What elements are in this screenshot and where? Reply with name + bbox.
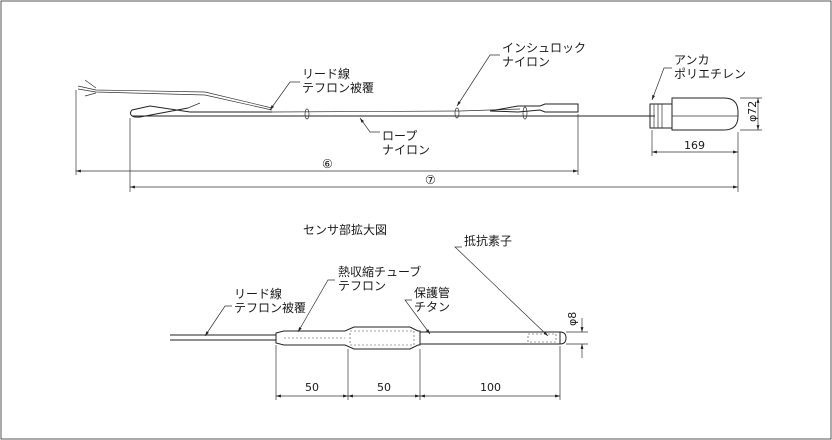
sensor-body xyxy=(489,103,579,113)
detail-lead-wire-label-2: テフロン被覆 xyxy=(234,301,306,315)
detail-shrink-tube-label-1: 熱収縮チューブ xyxy=(338,264,421,279)
insulock-label-2: ナイロン xyxy=(502,55,550,69)
shrink-tube xyxy=(275,326,421,350)
protect-tube xyxy=(419,331,561,345)
detail-assembly xyxy=(170,246,588,400)
anchor-label-2: ポリエチレン xyxy=(674,67,746,81)
rope-label-1: ロープ xyxy=(382,129,417,143)
resistance-element xyxy=(527,333,557,343)
dim-tip-diameter: φ8 xyxy=(566,312,579,326)
lead-wire-label-1: リード線 xyxy=(302,66,350,81)
insulock-tie-1 xyxy=(304,108,310,120)
detail-element-label: 抵抗素子 xyxy=(464,233,512,248)
detail-title: センサ部拡大図 xyxy=(303,222,387,237)
insulock-label-1: インシュロック xyxy=(502,41,586,55)
lead-wire-label-2: テフロン被覆 xyxy=(302,81,374,95)
detail-shrink-tube-label-2: テフロン xyxy=(338,279,386,293)
dim-anchor-length: 169 xyxy=(684,139,705,152)
dim-b: 50 xyxy=(377,381,391,394)
insulock-tie-2 xyxy=(454,107,460,119)
anchor-label-1: アンカ xyxy=(674,53,710,67)
detail-lead-wire-label-1: リード線 xyxy=(234,286,282,301)
rope-loop xyxy=(129,105,272,118)
anchor-body xyxy=(671,97,739,131)
lead-wire xyxy=(77,85,273,109)
insulock-tie-3 xyxy=(522,106,528,120)
top-assembly xyxy=(75,54,762,192)
dim-anchor-diameter: φ72 xyxy=(746,101,759,122)
dim-a: 50 xyxy=(305,381,319,394)
lead-wire-2 xyxy=(77,88,273,111)
dim-7: ⑦ xyxy=(425,173,436,187)
dim-6: ⑥ xyxy=(322,157,333,171)
dim-c: 100 xyxy=(480,381,501,394)
rope-label-2: ナイロン xyxy=(382,143,430,157)
detail-protect-tube-label-1: 保護管 xyxy=(414,285,450,300)
detail-protect-tube-label-2: チタン xyxy=(414,300,450,314)
